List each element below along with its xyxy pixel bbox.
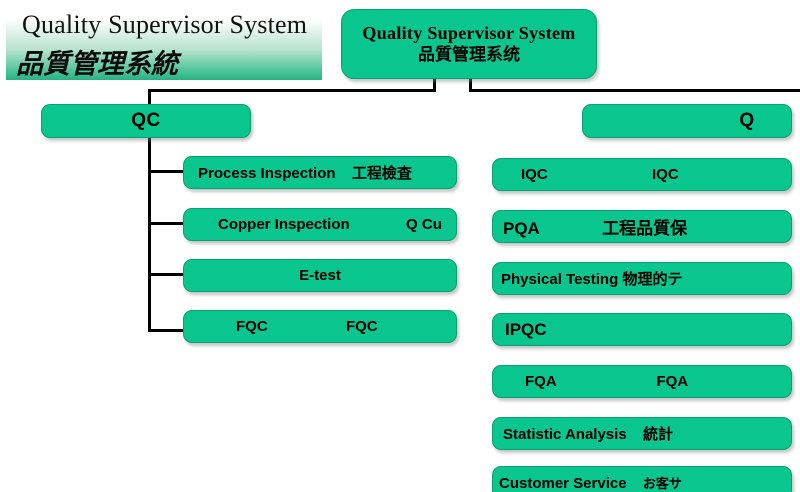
node-statistic-analysis[interactable]: Statistic Analysis 統計 [492,417,792,450]
leaf-right-5-en: Statistic Analysis [503,426,627,443]
node-header-qc-left[interactable]: QC [41,104,251,138]
leaf-left-1-cn: Q Cu [406,216,442,233]
leaf-right-0-en: IQC [521,166,548,183]
node-process-inspection[interactable]: Process Inspection 工程檢査 [183,156,457,189]
leaf-right-3-en: IPQC [505,319,547,339]
leaf-right-0-cn: IQC [652,166,679,183]
banner-title-english: Quality Supervisor System [22,10,308,39]
leaf-right-1-en: PQA [503,219,540,238]
banner-title-chinese: 品質管理系統 [16,49,178,79]
connector-left-spine [148,89,151,332]
connector-left-stub-2 [148,222,186,225]
node-fqa[interactable]: FQA FQA [492,365,792,398]
leaf-left-1-en: Copper Inspection [218,216,350,233]
leaf-right-6-cn: お客サ [642,477,682,492]
header-right-label: Q [739,110,755,131]
node-e-test[interactable]: E-test [183,259,457,292]
connector-top-bar-right [469,89,800,92]
leaf-left-2-en: E-test [299,267,341,284]
node-physical-testing[interactable]: Physical Testing 物理的テ [492,262,792,295]
leaf-right-6-en: Customer Service [499,475,627,492]
node-copper-inspection[interactable]: Copper Inspection Q Cu [183,208,457,241]
node-ipqc[interactable]: IPQC [492,313,792,346]
leaf-left-3-en: FQC [236,318,268,335]
node-root-quality-supervisor-system[interactable]: Quality Supervisor System 品質管理系统 [341,9,597,79]
connector-top-bar-left [148,89,436,92]
leaf-right-2-en: Physical Testing [501,271,619,288]
leaf-right-5-cn: 統計 [643,425,674,443]
node-pqa[interactable]: PQA 工程品質保 [492,210,792,243]
node-iqc[interactable]: IQC IQC [492,158,792,191]
connector-left-stub-1 [148,170,186,173]
root-label-chinese: 品質管理系统 [418,44,520,64]
leaf-right-4-cn: FQA [656,373,689,390]
root-label-english: Quality Supervisor System [362,22,576,43]
node-customer-service[interactable]: Customer Service お客サ [492,466,792,492]
connector-left-stub-4 [148,329,186,332]
title-banner: Quality Supervisor System 品質管理系統 [6,8,322,80]
leaf-left-0-cn: 工程檢査 [351,164,412,182]
leaf-right-2-cn: 物理的テ [622,270,683,288]
leaf-right-1-cn: 工程品質保 [602,219,688,239]
connector-root-stem-left [433,79,436,91]
header-left-label: QC [131,110,161,131]
connector-left-stub-3 [148,273,186,276]
leaf-right-4-en: FQA [525,373,557,390]
leaf-left-0-en: Process Inspection [198,165,336,182]
leaf-left-3-cn: FQC [346,318,378,335]
node-header-qc-right[interactable]: Q [582,104,792,138]
connector-root-stem-right [469,79,472,91]
node-fqc[interactable]: FQC FQC [183,310,457,343]
